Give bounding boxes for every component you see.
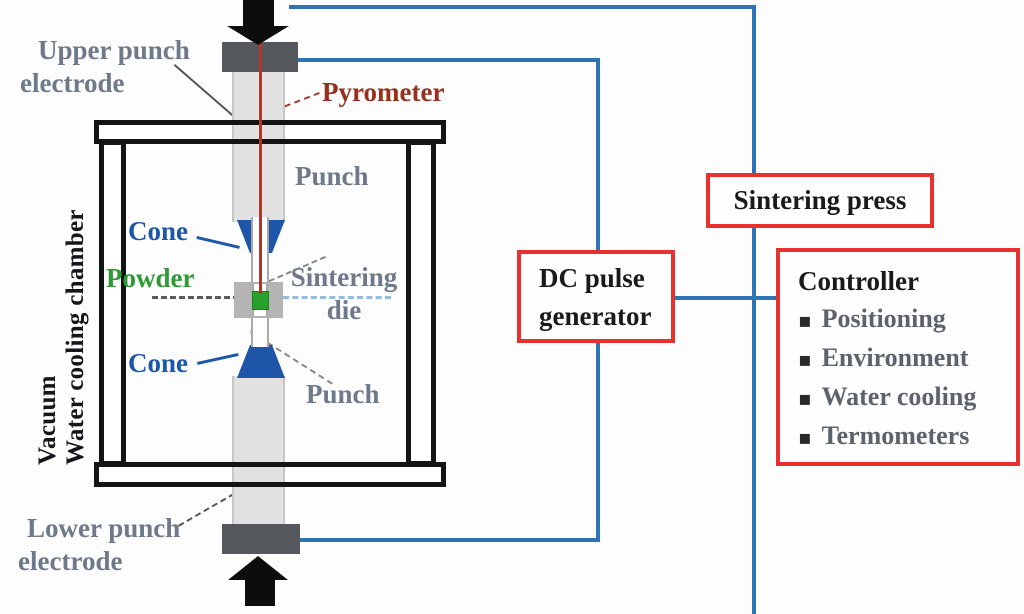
cone-upper-label: Cone [128,216,188,246]
bullet-square-icon: ▪ [798,425,812,449]
controller-title: Controller [798,266,919,296]
powder-level-dash-right [283,296,391,299]
upper-punch-electrode-label: Upper punch electrode [20,35,190,98]
chamber-top-flange [94,120,446,144]
chamber-left-wall [99,140,126,466]
punch-lower-label: Punch [306,379,380,409]
punch-upper-label: Punch [295,161,369,191]
lower-punch-electrode-block [222,524,300,554]
top-force-arrow-icon [227,26,289,45]
pyrometer-sight-line [259,42,262,294]
pyrometer-label: Pyrometer [322,77,445,107]
controller-box: Controller ▪ Positioning ▪ Environment ▪… [776,248,1020,466]
bullet-square-icon: ▪ [798,308,812,332]
lower-punch-electrode-label: Lower punch electrode [18,513,181,576]
cone-lower-label: Cone [128,348,188,378]
bottom-force-arrow-icon [228,556,288,580]
dc-line-top [298,58,600,62]
bullet-square-icon: ▪ [798,347,812,371]
controller-item-environment: ▪ Environment [798,339,1016,378]
powder-level-dash-left [152,296,248,299]
controller-item-water-cooling: ▪ Water cooling [798,378,1016,417]
lower-punch-column [232,376,285,526]
chamber-bottom-flange [94,462,446,487]
powder-label: Powder [106,263,195,293]
controller-item-termometers: ▪ Termometers [798,417,1016,456]
cone-lower-leader-line [197,352,239,365]
controller-item-label: Positioning [821,304,946,333]
vacuum-chamber-label: Vacuum Water cooling chamber [34,209,89,465]
dc-line-bottom [300,538,600,542]
sintering-press-box: Sintering press [706,173,934,228]
press-line-vertical [752,5,756,614]
controller-item-label: Environment [821,343,969,372]
cone-upper-leader-line [196,236,240,249]
lower-punch-rod [251,316,269,347]
sintering-press-label: Sintering press [733,185,907,215]
controller-item-label: Water cooling [821,382,977,411]
sintering-die-label: Sintering die [290,262,398,325]
upper-punch-column [232,70,285,222]
dc-pulse-generator-box: DC pulse generator [517,250,675,343]
controller-item-positioning: ▪ Positioning [798,300,1016,339]
bullet-square-icon: ▪ [798,386,812,410]
bottom-force-arrow-shaft [245,578,275,606]
controller-item-label: Termometers [821,421,970,450]
top-force-arrow-shaft [243,0,274,27]
press-line-top [289,5,756,9]
controller-connector-line [675,296,780,300]
